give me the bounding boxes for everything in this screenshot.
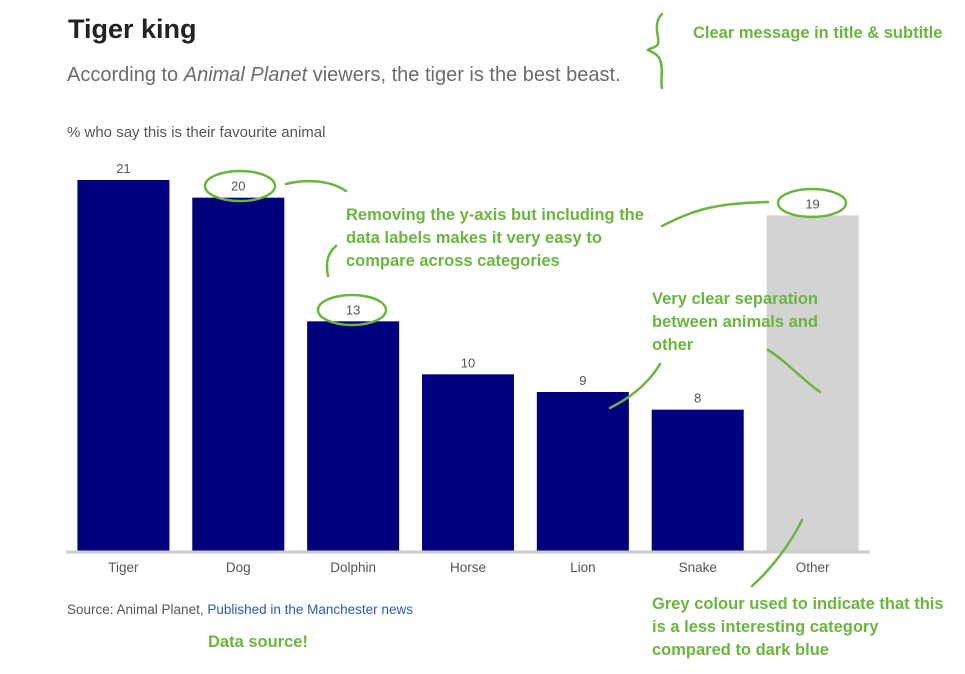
bar-dolphin [307, 321, 400, 551]
x-tick-snake: Snake [679, 560, 717, 575]
annotation-grey-note: Grey colour used to indicate that this i… [652, 595, 944, 659]
data-label-snake: 8 [694, 391, 701, 406]
y-axis-label: % who say this is their favourite animal [67, 124, 326, 141]
source-text: Source: Animal Planet, [67, 602, 208, 617]
subtitle-emphasis: Animal Planet [183, 64, 308, 86]
other-arrow-stroke [660, 200, 770, 228]
bar-snake [651, 409, 744, 551]
bar-other [766, 215, 859, 552]
annotation-labels-note: Removing the y-axis but including the da… [346, 206, 644, 270]
subtitle-suffix: viewers, the tiger is the best beast. [307, 64, 621, 86]
grey-arrow-stroke [750, 518, 804, 588]
labels-bracket-mark [325, 244, 338, 278]
x-tick-dolphin: Dolphin [330, 560, 376, 575]
annotation-separation-note: Very clear separation between animals an… [652, 290, 819, 354]
data-label-tiger: 21 [116, 161, 130, 176]
x-tick-horse: Horse [450, 560, 486, 575]
dog-arrow-stroke [284, 179, 348, 193]
bar-dog [192, 197, 285, 551]
x-tick-dog: Dog [226, 560, 251, 575]
source-link[interactable]: Published in the Manchester news [207, 602, 413, 617]
x-tick-lion: Lion [570, 560, 596, 575]
data-label-other: 19 [805, 196, 819, 211]
annotation-title-note: Clear message in title & subtitle [693, 24, 943, 42]
circle-dog-label [203, 169, 277, 203]
title-bracket-mark [645, 12, 664, 90]
bar-tiger [77, 180, 170, 551]
circle-dolphin-label [316, 293, 388, 327]
data-label-horse: 10 [461, 355, 475, 370]
data-label-lion: 9 [579, 373, 586, 388]
source-line: Source: Animal Planet, Published in the … [67, 602, 413, 617]
subtitle-prefix: According to [67, 64, 184, 86]
data-label-dog: 20 [231, 179, 245, 194]
annotation-source-note: Data source! [208, 633, 308, 651]
bar-lion [536, 392, 629, 551]
data-label-dolphin: 13 [346, 302, 360, 317]
x-tick-other: Other [796, 560, 830, 575]
chart-subtitle: According to Animal Planet viewers, the … [67, 64, 621, 87]
circle-other-label [776, 187, 848, 219]
separation-arrow-stroke [766, 348, 822, 394]
x-tick-tiger: Tiger [108, 560, 139, 575]
chart-title: Tiger king [68, 14, 197, 44]
bar-horse [422, 374, 514, 551]
lion-arrow-stroke [608, 362, 662, 410]
